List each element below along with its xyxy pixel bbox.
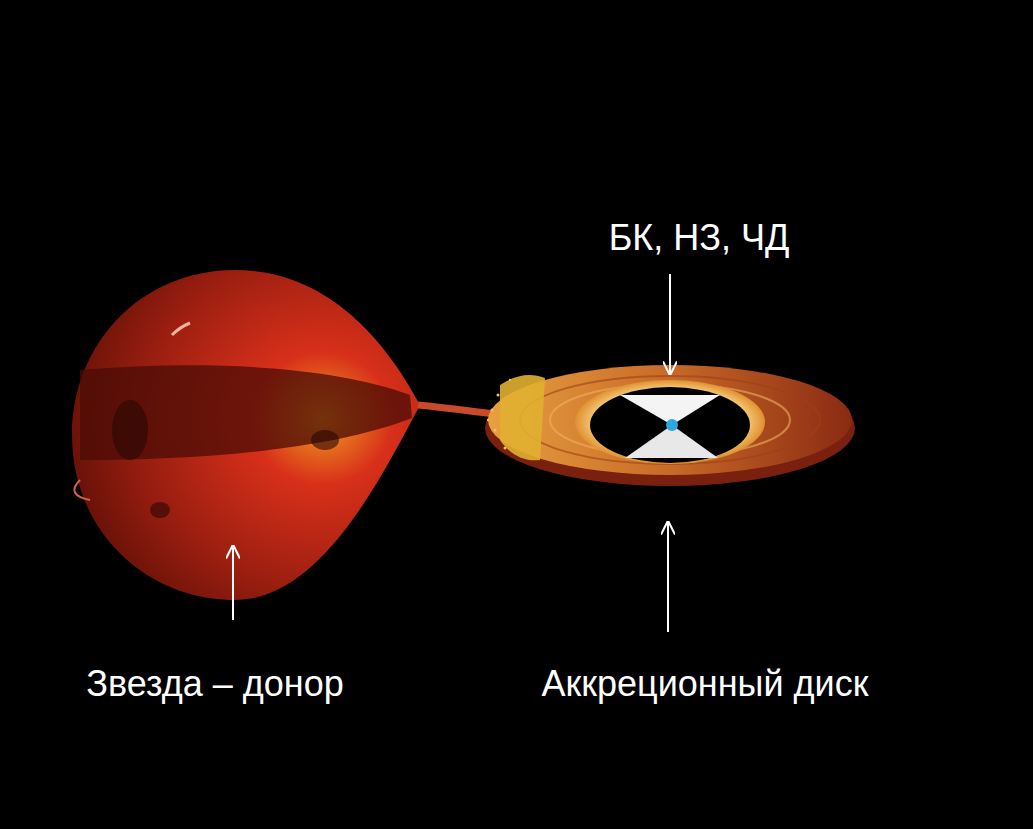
leader-arrow bbox=[667, 522, 669, 632]
callout-label: Аккреционный диск bbox=[542, 662, 869, 705]
callout-label: Звезда – донор bbox=[86, 662, 343, 705]
callout-label: БК, НЗ, ЧД bbox=[609, 216, 790, 259]
star-band bbox=[80, 365, 412, 460]
compact-object bbox=[666, 419, 678, 431]
leader-arrow bbox=[669, 274, 671, 374]
leader-arrow bbox=[232, 546, 234, 620]
donor-star bbox=[72, 270, 420, 600]
